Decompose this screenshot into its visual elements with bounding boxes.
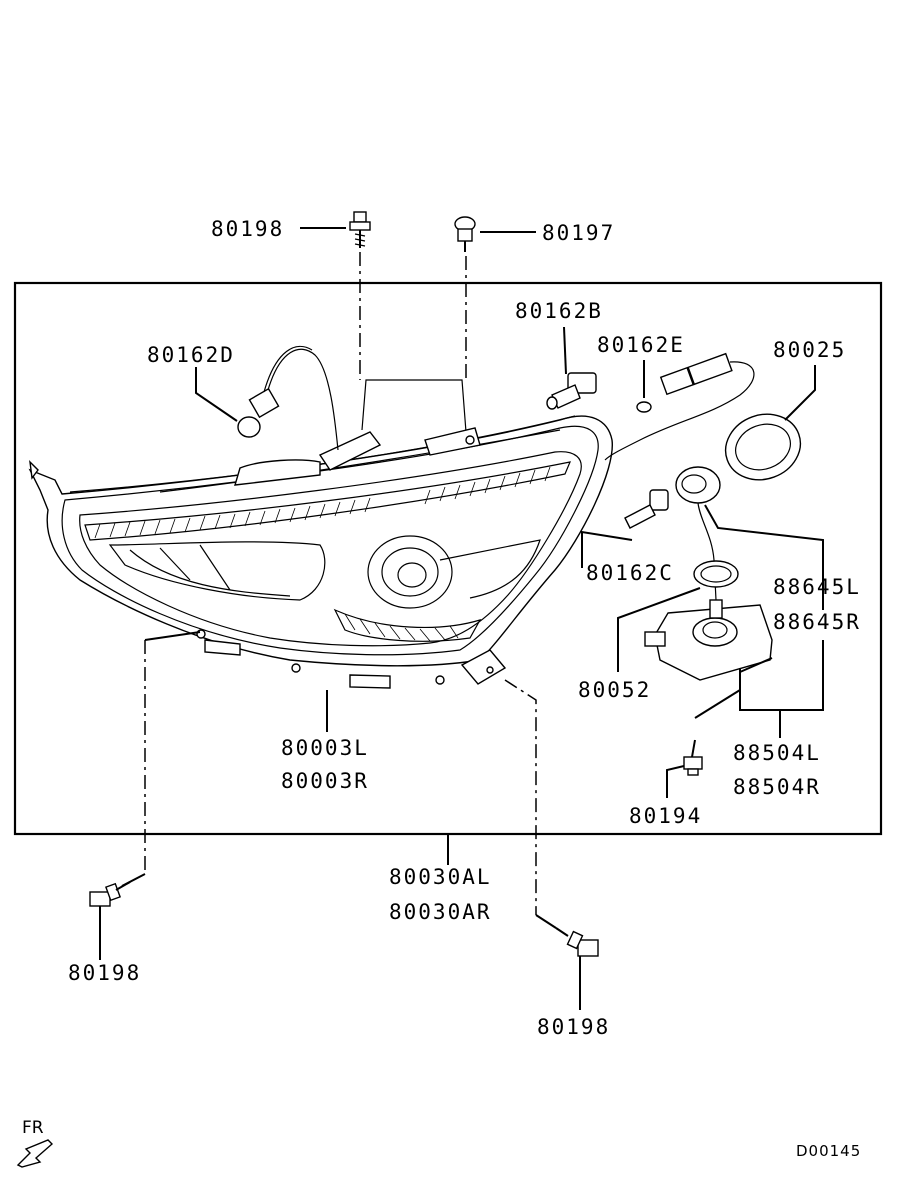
bolt-80198-top <box>349 211 371 248</box>
screw-80194 <box>683 739 703 776</box>
bulb-80162b <box>546 372 597 410</box>
label-80030ar: 80030AR <box>389 900 492 924</box>
label-80194: 80194 <box>629 804 702 828</box>
label-80162b: 80162B <box>515 299 603 323</box>
label-80003r: 80003R <box>281 769 369 793</box>
seal-80052 <box>693 560 739 588</box>
label-88504l: 88504L <box>733 741 821 765</box>
lamp-cap <box>724 413 802 481</box>
harness-80025 <box>604 352 755 461</box>
label-80162d: 80162D <box>147 343 235 367</box>
label-88504r: 88504R <box>733 775 821 799</box>
label-80052: 80052 <box>578 678 651 702</box>
label-80198-right: 80198 <box>537 1015 610 1039</box>
label-80198-top: 80198 <box>211 217 284 241</box>
bulb-80162e <box>636 401 652 413</box>
bulb-80162c <box>624 489 669 529</box>
label-80162c: 80162C <box>586 561 674 585</box>
label-88645l: 88645L <box>773 575 861 599</box>
label-88645r: 88645R <box>773 610 861 634</box>
label-80025: 80025 <box>773 338 846 362</box>
label-80162e: 80162E <box>597 333 685 357</box>
label-80198-left: 80198 <box>68 961 141 985</box>
diagram-code: D00145 <box>796 1142 861 1160</box>
headlamp-assembly <box>28 415 613 689</box>
label-80003l: 80003L <box>281 736 369 760</box>
front-arrow-icon <box>16 1139 54 1168</box>
socket-80162d <box>237 345 339 451</box>
ballast-88504 <box>644 599 773 681</box>
label-80197: 80197 <box>542 221 615 245</box>
bolt-80198-right <box>555 927 599 957</box>
clip-80197 <box>454 216 476 252</box>
front-direction-label: FR <box>22 1118 44 1138</box>
front-direction-marker: FR <box>16 1118 54 1168</box>
igniter-harness-88645 <box>675 466 721 601</box>
label-80030al: 80030AL <box>389 865 492 889</box>
